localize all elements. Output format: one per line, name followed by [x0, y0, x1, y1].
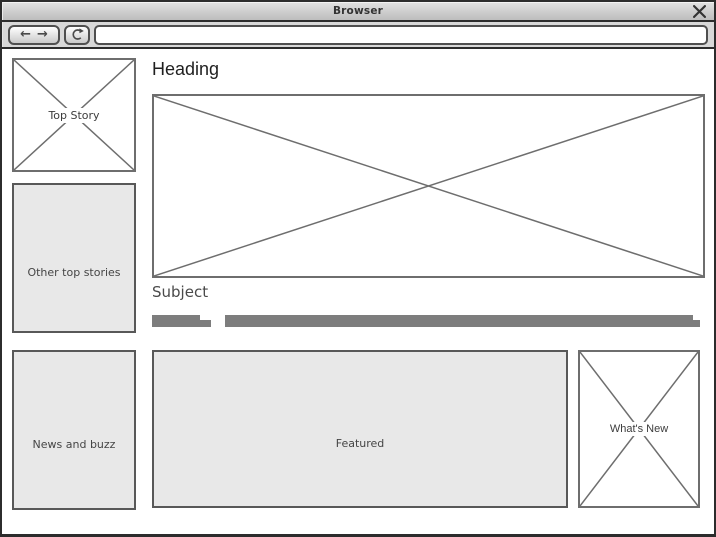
featured-panel[interactable]: Featured: [152, 350, 568, 508]
back-icon[interactable]: ←: [20, 27, 31, 42]
nav-button-group: ← →: [8, 24, 60, 45]
page-content: Top Story Other top stories News and buz…: [2, 49, 714, 534]
text-placeholder-bar: [225, 315, 700, 327]
featured-label: Featured: [335, 436, 385, 450]
url-input[interactable]: [94, 24, 708, 45]
whats-new-label: What's New: [604, 422, 674, 436]
top-story-label: Top Story: [43, 107, 105, 123]
image-placeholder-cross: [154, 96, 703, 276]
text-placeholder-bar: [152, 315, 211, 327]
news-and-buzz-label: News and buzz: [32, 437, 116, 451]
other-top-stories-label: Other top stories: [27, 265, 121, 279]
hero-image-placeholder[interactable]: [152, 94, 705, 278]
title-bar: Browser: [2, 2, 714, 22]
whats-new-image[interactable]: What's New: [578, 350, 700, 508]
close-button[interactable]: [691, 4, 707, 19]
top-story-image[interactable]: Top Story: [12, 58, 136, 172]
other-top-stories-panel[interactable]: Other top stories: [12, 183, 136, 333]
refresh-button[interactable]: [64, 24, 90, 45]
browser-toolbar: ← →: [2, 22, 714, 49]
news-and-buzz-panel[interactable]: News and buzz: [12, 350, 136, 510]
refresh-icon: [71, 28, 84, 40]
close-icon: [692, 5, 706, 18]
window-title: Browser: [332, 5, 384, 17]
subject-heading: Subject: [152, 283, 209, 301]
page-heading: Heading: [152, 59, 220, 79]
forward-icon[interactable]: →: [37, 27, 48, 42]
